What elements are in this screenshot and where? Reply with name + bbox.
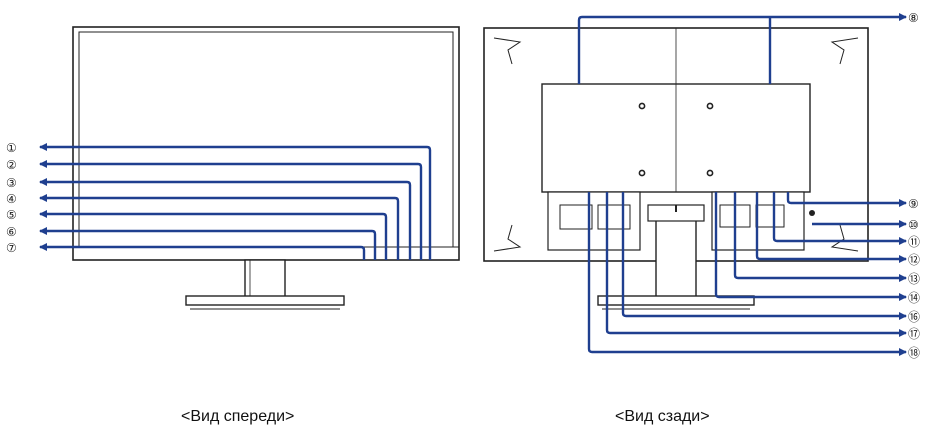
callout-number-3: ③ — [6, 176, 17, 190]
callout-number-1: ① — [6, 141, 17, 155]
callout-number-16: ⑯ — [908, 310, 920, 324]
front-view-caption: <Вид спереди> — [181, 408, 294, 426]
callout-number-5: ⑤ — [6, 208, 17, 222]
front-view: ① ② ③ ④ ⑤ ⑥ ⑦ — [6, 27, 459, 309]
callout-number-9: ⑨ — [908, 197, 919, 211]
rear-port — [756, 205, 784, 227]
rear-stand-neck — [656, 210, 696, 298]
callout-number-18: ⑱ — [908, 346, 920, 360]
callout-number-13: ⑬ — [908, 272, 920, 286]
callout-number-12: ⑫ — [908, 253, 920, 267]
vesa-screw — [639, 103, 644, 108]
vesa-screw — [707, 170, 712, 175]
kensington-lock-slot — [809, 210, 815, 216]
front-stand-base — [186, 296, 344, 305]
vesa-screw — [707, 103, 712, 108]
front-stand-neck — [245, 260, 285, 297]
callout-number-11: ⑪ — [908, 235, 920, 249]
callout-number-8: ⑧ — [908, 11, 919, 25]
rear-view-caption: <Вид сзади> — [615, 408, 710, 426]
rear-callout-numbers: ⑧ ⑨ ⑩ ⑪ ⑫ ⑬ ⑭ ⑯ ⑰ ⑱ — [908, 11, 920, 360]
callout-number-14: ⑭ — [908, 291, 920, 305]
callout-number-6: ⑥ — [6, 225, 17, 239]
rear-view: ⑧ ⑨ ⑩ ⑪ ⑫ ⑬ ⑭ ⑯ ⑰ ⑱ — [484, 11, 920, 360]
callout-number-10: ⑩ — [908, 218, 919, 232]
front-callout-numbers: ① ② ③ ④ ⑤ ⑥ ⑦ — [6, 141, 17, 255]
rear-port — [598, 205, 630, 229]
callout-number-17: ⑰ — [908, 327, 920, 341]
callout-number-7: ⑦ — [6, 241, 17, 255]
vesa-screw — [639, 170, 644, 175]
callout-number-4: ④ — [6, 192, 17, 206]
callout-number-2: ② — [6, 158, 17, 172]
rear-port — [560, 205, 592, 229]
